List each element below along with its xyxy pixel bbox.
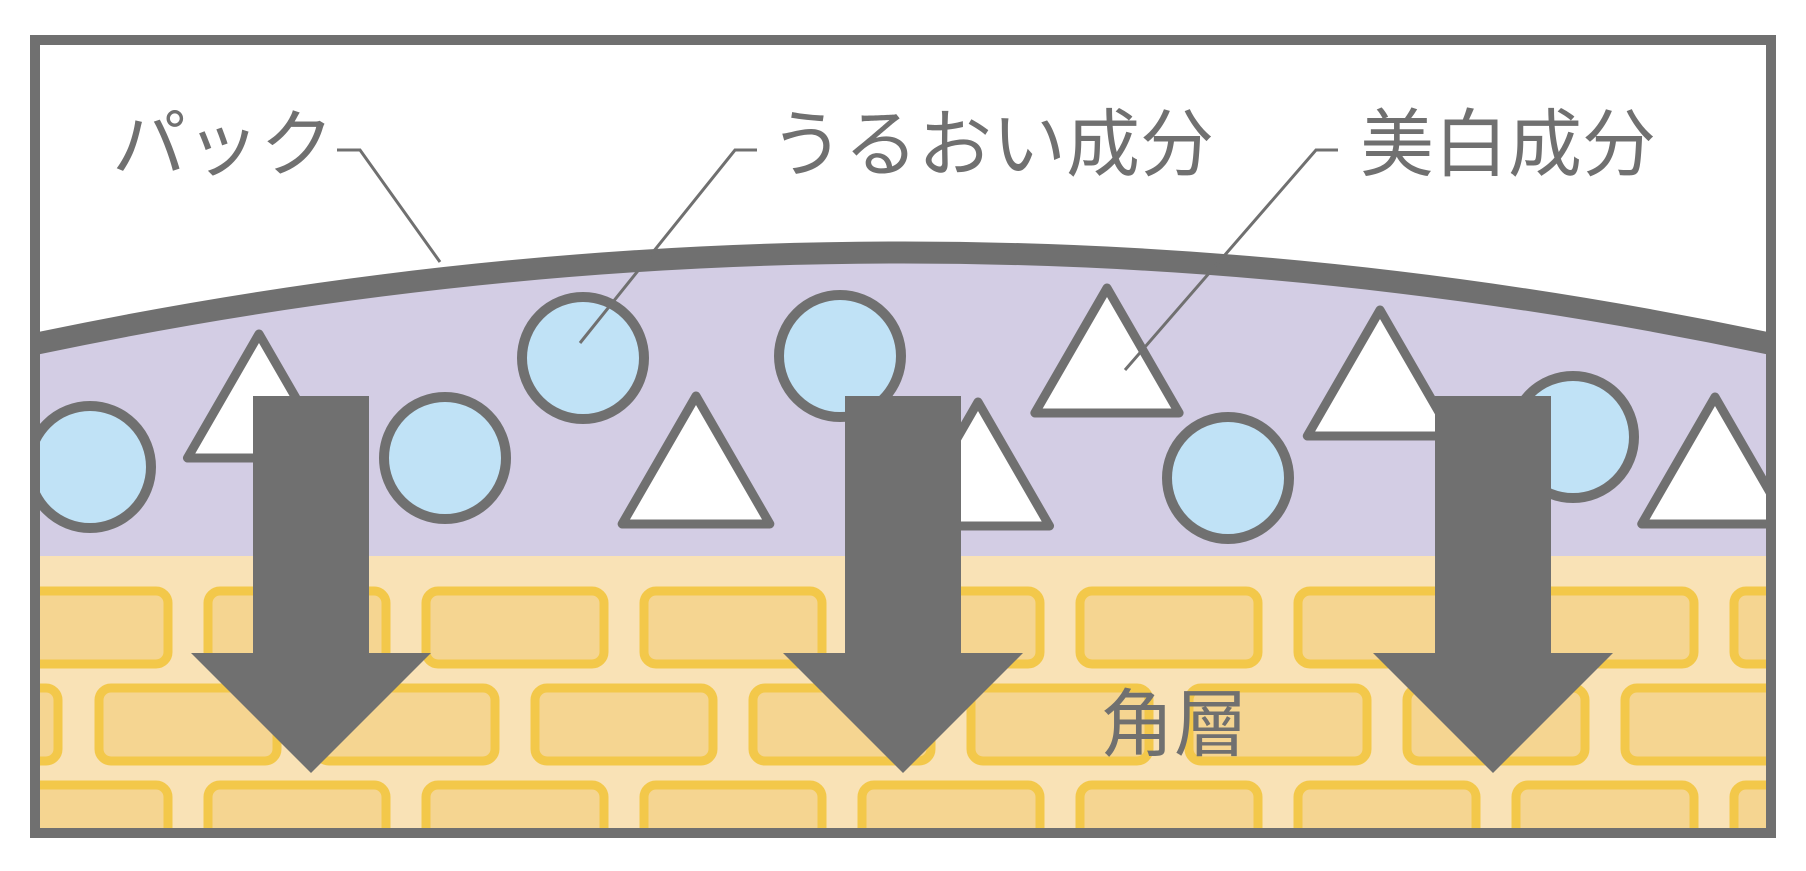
pack-label: パック xyxy=(112,102,334,188)
skin-cell xyxy=(966,683,1154,766)
moisture-ingredient-label: うるおい成分 xyxy=(770,102,1214,188)
skin-cell xyxy=(1293,780,1481,828)
moisture-particle xyxy=(1162,412,1294,544)
skin-cell xyxy=(1729,780,1766,828)
skin-cell xyxy=(639,780,827,828)
whitening-particle xyxy=(617,391,775,529)
whitening-ingredient-label: 美白成分 xyxy=(1360,102,1656,188)
skin-cell xyxy=(421,780,609,828)
whitening-particle xyxy=(1637,392,1766,529)
down-arrow xyxy=(1373,396,1613,773)
moisture-particle xyxy=(517,292,649,424)
skin-cell xyxy=(1184,683,1372,766)
skin-cell xyxy=(1075,780,1263,828)
moisture-particle xyxy=(774,290,906,422)
penetration-arrows xyxy=(191,396,1613,773)
skin-cell xyxy=(40,586,173,669)
skin-cell xyxy=(40,683,63,766)
pack-leader-line xyxy=(337,148,442,263)
skin-cell xyxy=(40,780,173,828)
skin-cell xyxy=(639,586,827,669)
skin-cell xyxy=(1075,586,1263,669)
moisture-particle xyxy=(379,392,511,524)
skin-cell xyxy=(1729,586,1766,669)
whitening-particle xyxy=(1302,305,1458,441)
skin-cell xyxy=(1620,683,1766,766)
down-arrow xyxy=(191,396,431,773)
skin-cell xyxy=(530,683,718,766)
down-arrow xyxy=(783,396,1023,773)
moisture-particle xyxy=(40,401,156,533)
skin-cell xyxy=(857,780,1045,828)
moisture-leader-line xyxy=(578,148,757,344)
skin-cell xyxy=(203,780,391,828)
pack-outline xyxy=(40,241,1766,355)
skin-cells xyxy=(40,586,1766,828)
leader-lines xyxy=(337,148,1338,371)
stratum-corneum-label: 角層 xyxy=(1100,682,1248,768)
diagram-frame xyxy=(30,35,1776,838)
whitening-leader-line xyxy=(1123,148,1338,371)
skin-cell xyxy=(421,586,609,669)
skin-cell xyxy=(1511,780,1699,828)
